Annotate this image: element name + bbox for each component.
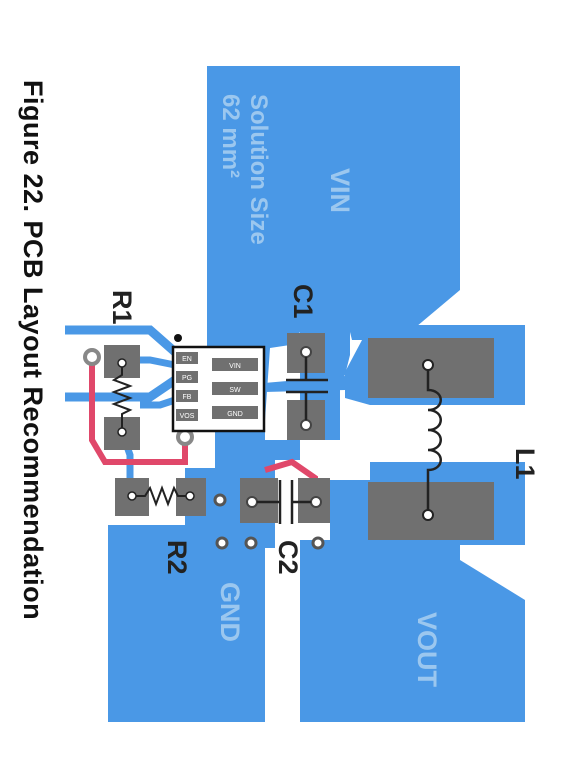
- vout-zone-label: VOUT: [412, 612, 442, 688]
- vout-neck: [330, 480, 370, 560]
- c1-label: C1: [288, 284, 318, 319]
- solution-size-label: Solution Size 62 mm²: [216, 94, 272, 245]
- l1-label: L1: [510, 448, 540, 480]
- l1-via-top: [422, 359, 434, 371]
- solution-size-line2: 62 mm²: [217, 94, 244, 179]
- fb-trace: [140, 396, 177, 409]
- r1-via-bottom: [117, 427, 127, 437]
- ic-pin-pad-fb: [176, 390, 198, 402]
- ic-pin-label-gnd: GND: [227, 411, 243, 418]
- r1-zigzag-symbol: [111, 363, 133, 432]
- ic-pin1-dot: [174, 334, 182, 342]
- ic-pin-label-sw: SW: [229, 387, 241, 394]
- c2-pad-left: [240, 478, 278, 523]
- ic-pin-label-vin: VIN: [229, 363, 241, 370]
- vout-via: [311, 536, 325, 550]
- solution-size-line1: Solution Size: [245, 94, 272, 245]
- gnd-zone-label: GND: [215, 582, 245, 642]
- ic-pin-pad-vos: [176, 409, 198, 421]
- ic-pin-label-pg: PG: [182, 375, 192, 382]
- ic-pin-pad-sw: [212, 382, 258, 395]
- figure-caption: Figure 22. PCB Layout Recommendation: [18, 80, 48, 621]
- c1-via-bottom: [300, 419, 312, 431]
- c1-symbol: [286, 357, 328, 420]
- ic-pin-label-en: EN: [182, 356, 192, 363]
- r1-label: R1: [107, 290, 137, 325]
- c2-label: C2: [273, 540, 303, 575]
- red-trace-r1: [89, 357, 188, 465]
- r1-via-top: [117, 358, 127, 368]
- ic-pin-label-fb: FB: [183, 394, 192, 401]
- r2-via-right: [185, 491, 195, 501]
- l1-coil-symbol: [426, 365, 442, 515]
- ic-pin-pad-en: [176, 352, 198, 364]
- gnd-via-1: [213, 493, 227, 507]
- c2-via-right: [310, 496, 322, 508]
- fb-via: [83, 348, 101, 366]
- en-trace: [65, 325, 178, 356]
- gnd-via-2: [215, 536, 229, 550]
- gnd-via-3: [244, 536, 258, 550]
- ic-pin-pad-pg: [176, 371, 198, 383]
- vin-zone-label: VIN: [325, 168, 355, 214]
- r2-label: R2: [162, 540, 192, 575]
- ic-pin-label-vos: VOS: [180, 413, 195, 420]
- c2-via-left: [246, 496, 258, 508]
- l1-via-bottom: [422, 509, 434, 521]
- ic-pins-right: VIN SW GND: [212, 358, 258, 419]
- r2-zigzag-symbol: [132, 485, 190, 507]
- vin-copper-pour: [207, 66, 460, 440]
- ic-pin-pad-vin: [212, 358, 258, 371]
- r2-via-left: [127, 491, 137, 501]
- c1-via-top: [300, 346, 312, 358]
- ic-pin-pad-gnd: [212, 406, 258, 419]
- c2-symbol: [257, 480, 311, 524]
- ic-pins-left: EN PG FB VOS: [176, 352, 198, 421]
